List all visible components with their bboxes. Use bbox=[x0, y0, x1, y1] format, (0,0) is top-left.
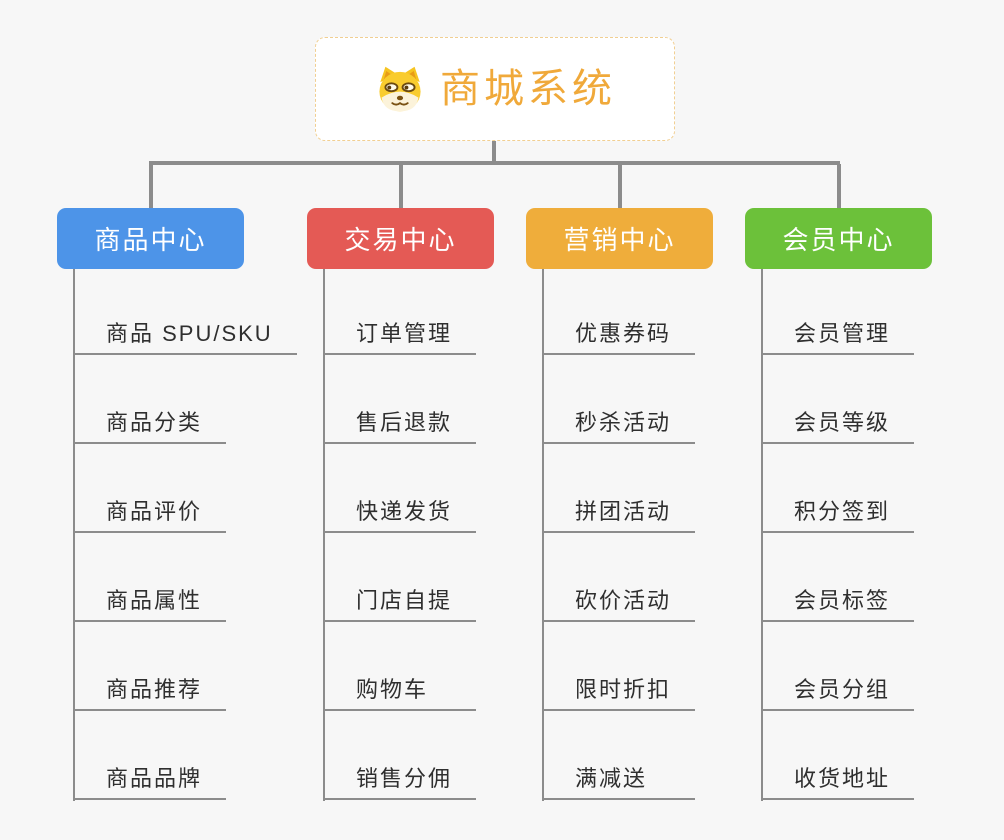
leaf-node[interactable]: 商品推荐 bbox=[74, 622, 227, 711]
leaf-node[interactable]: 优惠券码 bbox=[543, 268, 696, 355]
branch-items: 优惠券码秒杀活动拼团活动砍价活动限时折扣满减送 bbox=[543, 268, 696, 800]
connector-drop-4 bbox=[837, 164, 841, 209]
leaf-node[interactable]: 售后退款 bbox=[324, 355, 477, 444]
branch-node[interactable]: 交易中心 bbox=[307, 208, 494, 269]
leaf-node[interactable]: 会员标签 bbox=[762, 533, 915, 622]
leaf-node[interactable]: 秒杀活动 bbox=[543, 355, 696, 444]
leaf-node[interactable]: 商品分类 bbox=[74, 355, 227, 444]
branch-items: 会员管理会员等级积分签到会员标签会员分组收货地址 bbox=[762, 268, 915, 800]
leaf-node[interactable]: 商品评价 bbox=[74, 444, 227, 533]
branch-node[interactable]: 会员中心 bbox=[745, 208, 932, 269]
leaf-node[interactable]: 会员等级 bbox=[762, 355, 915, 444]
leaf-node[interactable]: 订单管理 bbox=[324, 268, 477, 355]
leaf-node[interactable]: 积分签到 bbox=[762, 444, 915, 533]
branch-column-2: 交易中心 订单管理售后退款快递发货门店自提购物车销售分佣 bbox=[307, 208, 569, 808]
connector-horizontal bbox=[149, 161, 840, 165]
branch-column-4: 会员中心 会员管理会员等级积分签到会员标签会员分组收货地址 bbox=[745, 208, 1004, 808]
branch-trunk-line bbox=[542, 269, 544, 801]
leaf-node[interactable]: 会员分组 bbox=[762, 622, 915, 711]
leaf-node[interactable]: 拼团活动 bbox=[543, 444, 696, 533]
leaf-node[interactable]: 会员管理 bbox=[762, 268, 915, 355]
branch-trunk-line bbox=[73, 269, 75, 801]
leaf-node[interactable]: 砍价活动 bbox=[543, 533, 696, 622]
connector-drop-3 bbox=[618, 164, 622, 209]
leaf-node[interactable]: 门店自提 bbox=[324, 533, 477, 622]
root-node[interactable]: 商城系统 bbox=[315, 37, 675, 141]
leaf-node[interactable]: 收货地址 bbox=[762, 711, 915, 800]
branch-items: 订单管理售后退款快递发货门店自提购物车销售分佣 bbox=[324, 268, 477, 800]
connector-root-stem bbox=[492, 141, 496, 162]
leaf-node[interactable]: 商品属性 bbox=[74, 533, 227, 622]
branch-node[interactable]: 商品中心 bbox=[57, 208, 244, 269]
connector-drop-1 bbox=[149, 164, 153, 209]
leaf-node[interactable]: 满减送 bbox=[543, 711, 695, 800]
root-title: 商城系统 bbox=[440, 67, 616, 111]
branch-node[interactable]: 营销中心 bbox=[526, 208, 713, 269]
leaf-node[interactable]: 销售分佣 bbox=[324, 711, 477, 800]
shiba-dog-icon bbox=[379, 66, 421, 112]
leaf-node[interactable]: 购物车 bbox=[324, 622, 476, 711]
branch-trunk-line bbox=[761, 269, 763, 801]
leaf-node[interactable]: 商品 SPU/SKU bbox=[74, 268, 297, 355]
branch-trunk-line bbox=[323, 269, 325, 801]
branch-column-3: 营销中心 优惠券码秒杀活动拼团活动砍价活动限时折扣满减送 bbox=[526, 208, 788, 808]
leaf-node[interactable]: 限时折扣 bbox=[543, 622, 696, 711]
leaf-node[interactable]: 快递发货 bbox=[324, 444, 477, 533]
connector-drop-2 bbox=[399, 164, 403, 209]
leaf-node[interactable]: 商品品牌 bbox=[74, 711, 227, 800]
